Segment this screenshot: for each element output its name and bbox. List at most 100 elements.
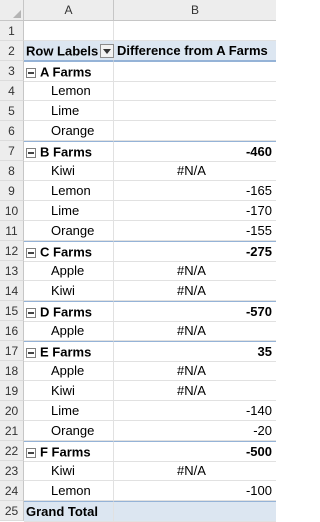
item-label-cell[interactable]: Orange: [24, 121, 114, 141]
value-cell[interactable]: -165: [114, 181, 276, 201]
row-number[interactable]: 5: [0, 101, 24, 121]
value-cell[interactable]: -155: [114, 221, 276, 241]
item-label-cell[interactable]: Orange: [24, 221, 114, 241]
item-label-cell[interactable]: Kiwi: [24, 381, 114, 401]
value-cell[interactable]: #N/A: [114, 281, 276, 301]
row-number[interactable]: 13: [0, 261, 24, 281]
item-label-cell[interactable]: Kiwi: [24, 161, 114, 181]
value-cell[interactable]: -170: [114, 201, 276, 221]
value-cell[interactable]: -100: [114, 481, 276, 501]
collapse-toggle-icon[interactable]: [26, 247, 36, 258]
row-number[interactable]: 9: [0, 181, 24, 201]
row-number[interactable]: 4: [0, 81, 24, 101]
na-error-value: #N/A: [177, 163, 206, 178]
collapse-toggle-icon[interactable]: [26, 67, 36, 78]
row-number[interactable]: 17: [0, 341, 24, 361]
difference-value: -140: [245, 403, 272, 418]
value-cell[interactable]: #N/A: [114, 361, 276, 381]
value-cell[interactable]: -275: [114, 241, 276, 262]
value-cell[interactable]: -140: [114, 401, 276, 421]
item-label-cell[interactable]: Lime: [24, 101, 114, 121]
row-number[interactable]: 25: [0, 501, 24, 521]
group-label-cell[interactable]: E Farms: [24, 341, 114, 362]
item-label-cell[interactable]: Apple: [24, 361, 114, 381]
grand-total-label-cell[interactable]: Grand Total: [24, 501, 114, 522]
item-label-cell[interactable]: Apple: [24, 321, 114, 341]
blank-row: 1: [0, 21, 276, 41]
value-cell[interactable]: #N/A: [114, 161, 276, 181]
row-number[interactable]: 14: [0, 281, 24, 301]
difference-value: -165: [245, 183, 272, 198]
empty-cell[interactable]: [114, 21, 276, 41]
select-all-button[interactable]: [0, 0, 24, 20]
group-label-cell[interactable]: D Farms: [24, 301, 114, 322]
value-cell[interactable]: [114, 61, 276, 82]
row-number[interactable]: 7: [0, 141, 24, 161]
collapse-toggle-icon[interactable]: [26, 347, 36, 358]
row-number[interactable]: 1: [0, 21, 24, 41]
row-number[interactable]: 6: [0, 121, 24, 141]
value-cell[interactable]: #N/A: [114, 461, 276, 481]
row-number[interactable]: 3: [0, 61, 24, 81]
row-number[interactable]: 21: [0, 421, 24, 441]
row-number[interactable]: 24: [0, 481, 24, 501]
item-label-cell[interactable]: Lemon: [24, 181, 114, 201]
row-number[interactable]: 20: [0, 401, 24, 421]
item-label-cell[interactable]: Orange: [24, 421, 114, 441]
difference-value: -20: [253, 423, 272, 438]
row-number[interactable]: 8: [0, 161, 24, 181]
column-header-b[interactable]: B: [190, 3, 199, 17]
value-cell[interactable]: 35: [114, 341, 276, 362]
value-field-header-cell[interactable]: Difference from A Farms: [114, 41, 276, 61]
group-label-cell[interactable]: F Farms: [24, 441, 114, 462]
empty-cell[interactable]: [24, 21, 114, 41]
row-number[interactable]: 16: [0, 321, 24, 341]
value-cell[interactable]: [114, 81, 276, 101]
item-label-cell[interactable]: Lime: [24, 201, 114, 221]
row-number[interactable]: 23: [0, 461, 24, 481]
value-cell[interactable]: [114, 501, 276, 522]
value-cell[interactable]: -570: [114, 301, 276, 322]
value-cell[interactable]: #N/A: [114, 381, 276, 401]
item-label-cell[interactable]: Lemon: [24, 481, 114, 501]
value-cell[interactable]: #N/A: [114, 321, 276, 341]
value-cell[interactable]: -500: [114, 441, 276, 462]
column-header-bar: A B: [0, 0, 276, 21]
item-label-cell[interactable]: Apple: [24, 261, 114, 281]
collapse-toggle-icon[interactable]: [26, 307, 36, 318]
collapse-toggle-icon[interactable]: [26, 147, 36, 158]
na-error-value: #N/A: [177, 263, 206, 278]
item-label-cell[interactable]: Kiwi: [24, 281, 114, 301]
value-cell[interactable]: #N/A: [114, 261, 276, 281]
row-number[interactable]: 11: [0, 221, 24, 241]
na-error-value: #N/A: [177, 463, 206, 478]
value-cell[interactable]: -20: [114, 421, 276, 441]
group-label-cell[interactable]: A Farms: [24, 61, 114, 82]
item-label-cell[interactable]: Lime: [24, 401, 114, 421]
group-label-cell[interactable]: C Farms: [24, 241, 114, 262]
item-label-cell[interactable]: Kiwi: [24, 461, 114, 481]
row-number[interactable]: 10: [0, 201, 24, 221]
item-label-cell[interactable]: Lemon: [24, 81, 114, 101]
row-number[interactable]: 12: [0, 241, 24, 261]
row-number[interactable]: 18: [0, 361, 24, 381]
row-labels-cell[interactable]: Row Labels: [24, 41, 115, 61]
value-cell[interactable]: [114, 101, 276, 121]
group-label: B Farms: [40, 144, 93, 160]
value-cell[interactable]: -460: [114, 141, 276, 162]
row-number[interactable]: 19: [0, 381, 24, 401]
column-header-a[interactable]: A: [24, 0, 114, 20]
filter-dropdown-icon[interactable]: [100, 43, 115, 58]
collapse-toggle-icon[interactable]: [26, 447, 36, 458]
value-cell[interactable]: [114, 121, 276, 141]
group-label-cell[interactable]: B Farms: [24, 141, 114, 162]
row-number[interactable]: 2: [0, 41, 24, 61]
row-number[interactable]: 22: [0, 441, 24, 461]
select-all-triangle-icon: [13, 10, 21, 18]
row-number[interactable]: 15: [0, 301, 24, 321]
